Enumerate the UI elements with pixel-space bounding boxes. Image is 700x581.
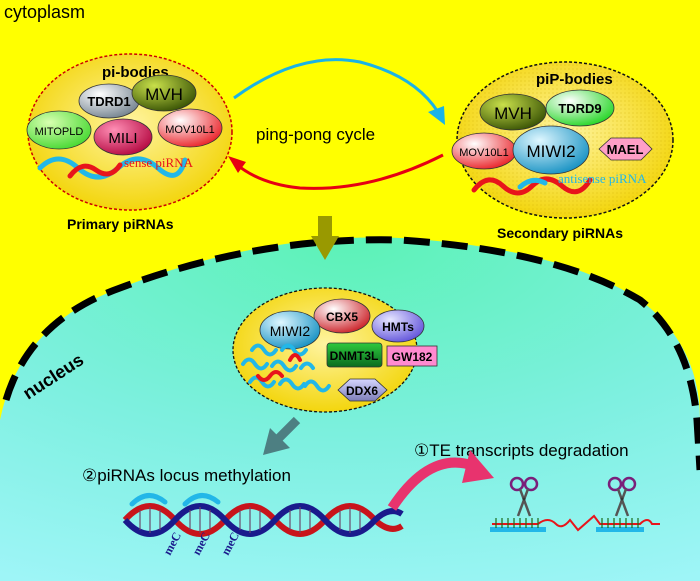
te-bound-pirna-2 <box>596 527 644 532</box>
cytoplasm-label: cytoplasm <box>4 2 85 22</box>
ping-pong-cycle-label: ping-pong cycle <box>256 125 375 144</box>
nuclear-hmts-protein <box>371 309 425 343</box>
pi-mov10l1-protein <box>157 108 223 148</box>
pip-sense-rna-strand <box>471 176 593 196</box>
nuclear-miwi2-protein <box>259 310 321 350</box>
te-base-pairs <box>495 518 639 528</box>
pip-mvh-label: MVH <box>494 104 532 123</box>
olive-arrow-shaft <box>318 216 332 240</box>
secondary-pirnas-caption: Secondary piRNAs <box>497 225 623 241</box>
te-transcript-degradation <box>490 476 660 532</box>
pi-mvh-label: MVH <box>145 85 183 104</box>
pip-miwi2-protein <box>512 125 590 175</box>
pi-mitopld-label: MITOPLD <box>35 126 84 138</box>
nuclear-hmts-label: HMTs <box>382 320 414 334</box>
cyan-arrowhead <box>428 106 445 125</box>
pip-mael-protein <box>598 137 653 161</box>
pip-mael-label: MAEL <box>607 142 644 157</box>
pip-mvh-protein <box>479 93 547 131</box>
pi-mvh-protein <box>131 74 197 112</box>
nuclear-cbx5-label: CBX5 <box>326 310 358 324</box>
pip-bodies-title: piP-bodies <box>536 71 613 88</box>
ping-pong-red-arrow <box>235 153 444 190</box>
pip-tdrd9-protein <box>545 89 615 127</box>
pi-mili-protein <box>93 118 153 156</box>
dna-base-pairs <box>139 507 361 533</box>
pink-arrow-body <box>387 457 476 511</box>
te-transcript-rna <box>492 514 660 532</box>
te-bound-pirna-1 <box>490 527 546 532</box>
methylation-arrow <box>263 416 301 455</box>
pink-arrowhead <box>462 450 494 483</box>
nuclear-target-rna-2 <box>288 353 302 362</box>
nuclear-cbx5-protein <box>313 298 371 334</box>
pi-sense-rna-strand <box>67 162 123 179</box>
nuclear-pirna-fragments <box>241 343 331 393</box>
methylation-label: ②piRNAs locus methylation <box>82 466 291 485</box>
degradation-arrow <box>387 450 494 511</box>
pi-tdrd1-label: TDRD1 <box>87 94 130 109</box>
sense-pirna-label: sense piRNA <box>124 155 194 170</box>
nuclear-ddx6-protein <box>337 378 388 402</box>
scissors-icon <box>509 476 539 517</box>
antisense-pirna-label: antisense piRNA <box>558 171 647 186</box>
pi-bodies: pi-bodies TDRD1 MVH MITOPLD MILI MOV10L1… <box>26 53 233 211</box>
nuclear-gw182-protein <box>386 345 438 367</box>
scissors-icon <box>607 476 637 517</box>
pi-mov10l1-label: MOV10L1 <box>165 124 215 136</box>
red-arrowhead <box>228 156 246 173</box>
olive-arrowhead <box>311 236 339 260</box>
ping-pong-arrows <box>228 58 445 190</box>
gray-arrowhead <box>263 428 290 455</box>
nuclear-import-arrow <box>311 216 339 260</box>
pip-antisense-rna-strand <box>517 177 548 190</box>
dna-bound-pirna-1 <box>129 493 168 507</box>
degradation-label: ①TE transcripts degradation <box>414 441 629 460</box>
dna-strand-blue <box>122 503 404 537</box>
nuclear-dnmt3l-label: DNMT3L <box>330 349 379 363</box>
nuclear-ddx6-label: DDX6 <box>346 384 378 398</box>
nuclear-gw182-label: GW182 <box>392 350 433 364</box>
pip-bodies: piP-bodies MVH TDRD9 MOV10L1 MIWI2 MAEL … <box>451 61 674 219</box>
pip-miwi2-label: MIWI2 <box>526 142 575 161</box>
nuclear-pirna-complex: CBX5 MIWI2 HMTs DNMT3L GW182 DDX6 <box>232 287 438 413</box>
pip-tdrd9-label: TDRD9 <box>558 101 601 116</box>
nuclear-target-rna <box>256 370 284 382</box>
nuclear-envelope <box>2 236 700 471</box>
nuclear-dnmt3l-protein <box>326 342 383 368</box>
nuclear-miwi2-label: MIWI2 <box>270 323 311 339</box>
dna-bound-pirna-2 <box>182 493 221 507</box>
ping-pong-cyan-arrow <box>233 58 440 113</box>
primary-pirnas-caption: Primary piRNAs <box>67 216 174 232</box>
pi-mitopld-protein <box>26 110 92 150</box>
pi-mili-label: MILI <box>108 130 137 147</box>
pip-mov10l1-label: MOV10L1 <box>459 147 509 159</box>
